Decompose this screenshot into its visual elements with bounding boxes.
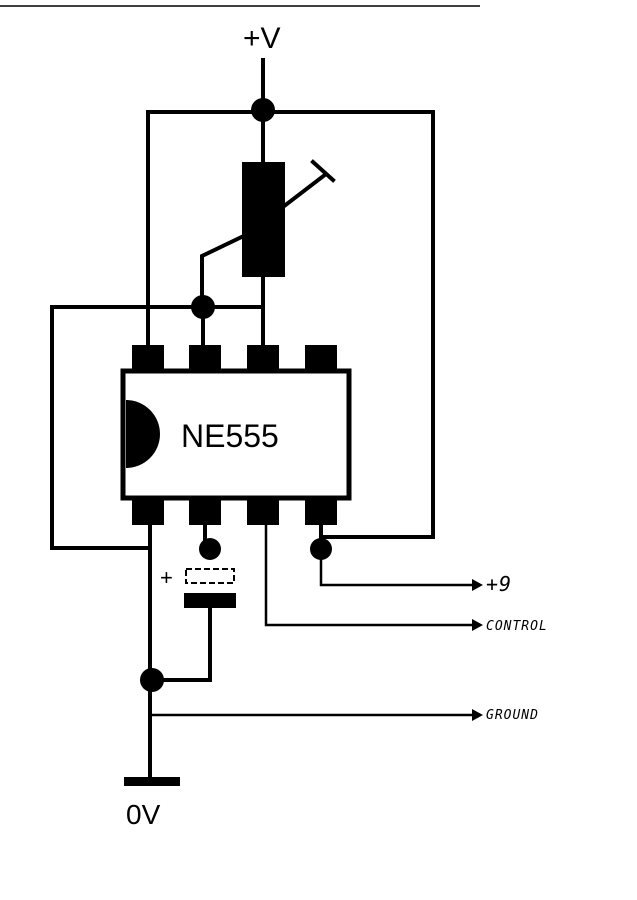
output-label: +9 <box>486 572 512 596</box>
ground-tap-label: GROUND <box>486 708 539 723</box>
capacitor-plate-positive <box>185 568 235 584</box>
wiper-loop-wire <box>50 305 265 550</box>
chip-pin-2 <box>189 500 221 525</box>
chip-pin-8 <box>132 345 164 370</box>
chip-pin-1 <box>132 500 164 525</box>
control-label: CONTROL <box>486 619 548 634</box>
capacitor-junction <box>199 538 221 560</box>
chip-pin-3 <box>247 500 279 525</box>
control-arrow <box>472 619 483 631</box>
pot-wiper-wire <box>200 229 255 307</box>
pot-adjust-mark <box>280 171 329 210</box>
chip-label: NE555 <box>181 418 279 454</box>
capacitor-plate-negative <box>184 593 236 608</box>
ground-tap-arrow <box>472 709 483 721</box>
ground-bar <box>124 777 180 786</box>
capacitor-ground-wire <box>153 606 212 682</box>
output-wire <box>319 549 472 587</box>
pot-adjust-tip <box>310 159 336 183</box>
output-arrow <box>472 579 483 591</box>
ground-rail-label: 0V <box>126 799 161 830</box>
capacitor-polarity-label: + <box>160 565 173 590</box>
control-wire <box>264 525 472 627</box>
chip-pin-7 <box>189 345 221 370</box>
ground-junction <box>140 668 164 692</box>
chip-body <box>120 368 352 501</box>
top-bus-wire <box>146 110 435 539</box>
chip-notch-fill <box>126 404 144 466</box>
supply-label: +V <box>243 22 281 55</box>
chip-pin-5 <box>305 345 337 370</box>
potentiometer-body <box>242 162 285 277</box>
chip-pin-6 <box>247 345 279 370</box>
chip-pin-4 <box>305 500 337 525</box>
